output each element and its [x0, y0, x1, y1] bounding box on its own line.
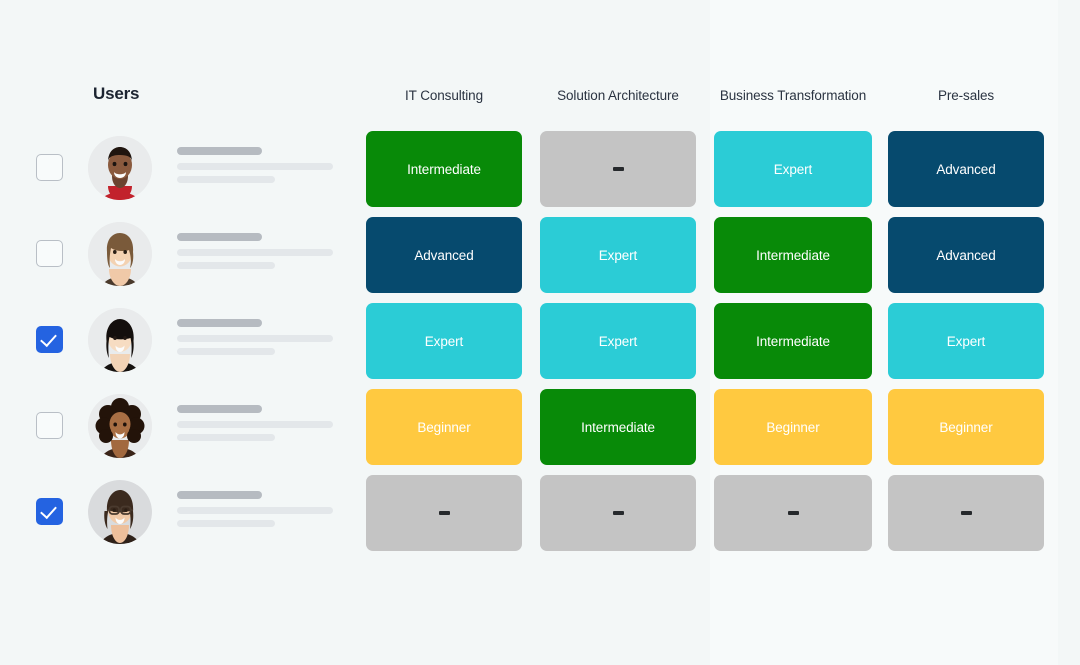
no-level-dash-icon: [612, 511, 624, 515]
user-info-placeholder: [177, 405, 333, 441]
row-select-checkbox[interactable]: [36, 412, 63, 439]
row-select-checkbox[interactable]: [36, 240, 63, 267]
skill-level-cell[interactable]: [366, 475, 522, 551]
no-level-dash-icon: [960, 511, 972, 515]
skill-level-cell[interactable]: Expert: [888, 303, 1044, 379]
skill-level-cell[interactable]: Intermediate: [714, 303, 872, 379]
skill-level-label: Advanced: [936, 161, 996, 177]
placeholder-bar: [177, 335, 333, 342]
skill-level-cell[interactable]: Expert: [366, 303, 522, 379]
row-select-checkbox[interactable]: [36, 154, 63, 181]
column-header-pre-sales: Pre-sales: [937, 88, 995, 103]
skill-level-label: Beginner: [939, 419, 993, 435]
table-row[interactable]: Expert Expert Intermediate Expert: [0, 303, 1080, 379]
skill-level-cell[interactable]: Beginner: [888, 389, 1044, 465]
skill-level-label: Advanced: [414, 247, 474, 263]
table-row[interactable]: Beginner Intermediate Beginner Beginner: [0, 389, 1080, 465]
avatar: [88, 394, 152, 458]
user-info-placeholder: [177, 319, 333, 355]
table-row[interactable]: Intermediate Expert Advanced: [0, 131, 1080, 207]
skill-level-label: Beginner: [766, 419, 820, 435]
skill-level-cell[interactable]: [888, 475, 1044, 551]
placeholder-bar: [177, 434, 275, 441]
user-info-placeholder: [177, 147, 333, 183]
placeholder-bar: [177, 233, 262, 241]
placeholder-bar: [177, 319, 262, 327]
skill-level-label: Expert: [598, 333, 638, 349]
skill-level-label: Expert: [598, 247, 638, 263]
skill-level-cell[interactable]: Beginner: [714, 389, 872, 465]
skill-level-cell[interactable]: Beginner: [366, 389, 522, 465]
skill-level-cell[interactable]: [540, 131, 696, 207]
skill-level-label: Intermediate: [756, 333, 830, 349]
table-row[interactable]: Advanced Expert Intermediate Advanced: [0, 217, 1080, 293]
skill-level-cell[interactable]: Intermediate: [366, 131, 522, 207]
no-level-dash-icon: [612, 167, 624, 171]
no-level-dash-icon: [787, 511, 799, 515]
skill-level-label: Intermediate: [581, 419, 655, 435]
placeholder-bar: [177, 491, 262, 499]
placeholder-bar: [177, 348, 275, 355]
user-info-placeholder: [177, 233, 333, 269]
no-level-dash-icon: [438, 511, 450, 515]
column-header-business-transformation: Business Transformation: [719, 88, 867, 103]
skill-level-cell[interactable]: Expert: [540, 303, 696, 379]
skill-level-cell[interactable]: Advanced: [888, 131, 1044, 207]
check-icon: [40, 501, 57, 520]
table-row[interactable]: [0, 475, 1080, 551]
skill-level-cell[interactable]: Expert: [714, 131, 872, 207]
skill-level-cell[interactable]: Intermediate: [714, 217, 872, 293]
placeholder-bar: [177, 147, 262, 155]
placeholder-bar: [177, 262, 275, 269]
table-header: Users IT Consulting Solution Architectur…: [0, 84, 1080, 114]
placeholder-bar: [177, 520, 275, 527]
skill-level-cell[interactable]: Advanced: [366, 217, 522, 293]
skill-level-cell[interactable]: [540, 475, 696, 551]
placeholder-bar: [177, 163, 333, 170]
row-select-checkbox[interactable]: [36, 498, 63, 525]
avatar: [88, 480, 152, 544]
column-header-it-consulting: IT Consulting: [405, 88, 483, 103]
skill-level-cell[interactable]: Advanced: [888, 217, 1044, 293]
placeholder-bar: [177, 405, 262, 413]
avatar: [88, 308, 152, 372]
users-column-header: Users: [93, 84, 140, 103]
column-header-solution-architecture: Solution Architecture: [557, 88, 679, 103]
check-icon: [40, 329, 57, 348]
skill-level-label: Intermediate: [756, 247, 830, 263]
placeholder-bar: [177, 507, 333, 514]
skill-level-label: Expert: [946, 333, 986, 349]
row-select-checkbox[interactable]: [36, 326, 63, 353]
avatar: [88, 136, 152, 200]
user-info-placeholder: [177, 491, 333, 527]
skill-level-label: Expert: [773, 161, 813, 177]
skill-level-label: Intermediate: [407, 161, 481, 177]
skill-level-cell[interactable]: [714, 475, 872, 551]
skill-level-cell[interactable]: Expert: [540, 217, 696, 293]
skill-level-label: Expert: [424, 333, 464, 349]
placeholder-bar: [177, 176, 275, 183]
placeholder-bar: [177, 421, 333, 428]
avatar: [88, 222, 152, 286]
skill-level-label: Beginner: [417, 419, 471, 435]
skill-level-cell[interactable]: Intermediate: [540, 389, 696, 465]
skill-level-label: Advanced: [936, 247, 996, 263]
placeholder-bar: [177, 249, 333, 256]
